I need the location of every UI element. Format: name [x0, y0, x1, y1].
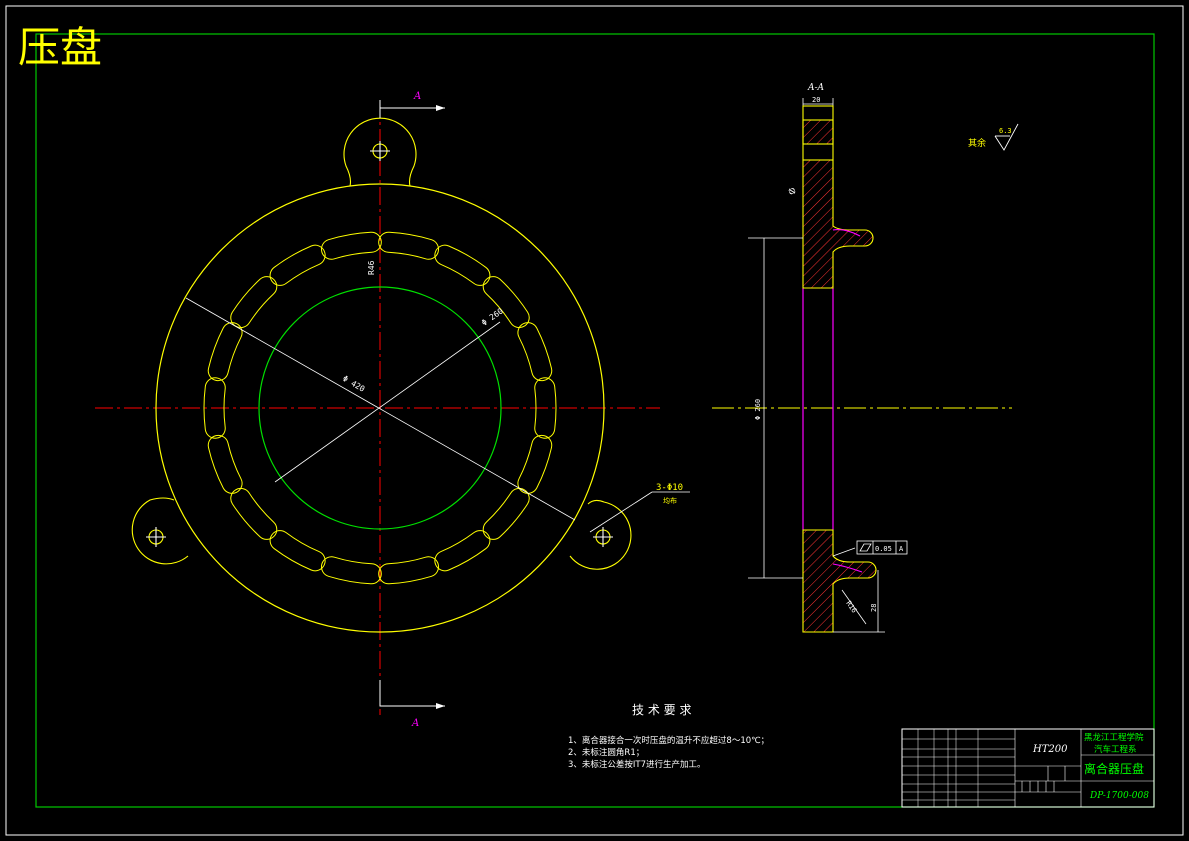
- cut-marker-bottom-line: [379, 680, 445, 707]
- roughness-label: 其余: [968, 137, 986, 149]
- section-rib-bottom: [832, 563, 863, 573]
- slot: [378, 231, 439, 260]
- hole-callout: 3-Φ10: [656, 483, 683, 493]
- lug-left: [131, 497, 189, 565]
- slot: [230, 488, 278, 540]
- section-lug-top: [802, 119, 834, 145]
- slot: [207, 434, 243, 494]
- slot: [517, 434, 553, 494]
- slot: [203, 377, 226, 439]
- slot: [230, 276, 278, 328]
- outer-frame: [5, 5, 1184, 836]
- flatness-datum: A: [899, 545, 904, 553]
- tech-req-heading: 技 术 要 求: [632, 703, 691, 717]
- slot: [482, 276, 530, 328]
- dim-bottom: 28: [870, 604, 878, 612]
- dim-height: Φ 260: [754, 399, 762, 420]
- front-view: R46 Φ 420 Φ 260 3-Φ10 均布 A A: [95, 91, 690, 729]
- flatness-frame: [856, 540, 908, 555]
- title-block-left-grid: [902, 729, 1015, 807]
- dim-line-leader-hole: [589, 491, 653, 533]
- dim-top-width: 20: [812, 96, 820, 104]
- dim-diameter-large: Φ 420: [341, 374, 367, 394]
- dim-left-diameter: Φ: [787, 186, 799, 197]
- cut-marker-top-letter: A: [413, 91, 421, 102]
- inner-circle: [258, 286, 502, 530]
- slot: [534, 377, 557, 439]
- hole-callout-sub: 均布: [663, 496, 677, 505]
- tech-requirements: 技 术 要 求 1、离合器接合一次时压盘的温升不应超过8～10℃； 2、未标注圆…: [568, 703, 769, 770]
- outer-circle: [155, 183, 605, 633]
- title-block: HT200 黑龙江工程学院 汽车工程系 离合器压盘 DP-1700-008: [901, 728, 1155, 808]
- roughness-value: 6.3: [999, 127, 1012, 135]
- slot: [269, 530, 326, 572]
- slot: [269, 244, 326, 286]
- lug-right: [569, 499, 632, 570]
- title-block-grid: [1014, 729, 1154, 807]
- slot: [517, 322, 553, 382]
- tech-req-item-3: 3、未标注公差按IT7进行生产加工。: [568, 759, 706, 770]
- slot: [434, 530, 491, 572]
- cut-marker-top-arrow: [436, 105, 445, 111]
- slot: [482, 488, 530, 540]
- drawing-title: 压盘: [18, 23, 102, 72]
- tb-department: 汽车工程系: [1094, 744, 1137, 755]
- tb-part-name: 离合器压盘: [1084, 761, 1144, 776]
- dim-fillet-leader: [841, 589, 867, 625]
- dim-line-diameter-large: [185, 297, 576, 521]
- slot: [321, 231, 382, 260]
- slot-ring: [203, 231, 557, 585]
- tech-req-item-2: 2、未标注圆角R1；: [568, 747, 644, 758]
- tb-school: 黑龙江工程学院: [1084, 732, 1144, 743]
- tb-drawing-no: DP-1700-008: [1089, 791, 1149, 801]
- roughness-symbol: [994, 123, 1019, 151]
- slot: [207, 322, 243, 382]
- cut-marker-bottom-letter: A: [411, 718, 419, 729]
- flatness-leader: [832, 547, 856, 557]
- section-rib-top: [832, 229, 861, 237]
- dim-line-diameter-mid: [274, 321, 501, 483]
- flatness-symbol: [859, 543, 872, 552]
- inner-frame: [35, 33, 1155, 808]
- tech-req-item-1: 1、离合器接合一次时压盘的温升不应超过8～10℃；: [568, 735, 769, 746]
- dim-diameter-mid: Φ 260: [480, 306, 505, 327]
- slot: [378, 556, 439, 585]
- flatness-value: 0.05: [875, 545, 892, 553]
- title-block-frame: [901, 728, 1155, 808]
- dim-fillet: R16: [844, 600, 858, 615]
- tb-material: HT200: [1032, 744, 1068, 755]
- section-body-bottom: [802, 529, 877, 633]
- section-label: A-A: [807, 83, 825, 93]
- section-view: A-A 20 Φ Φ 260 0.05 A: [712, 83, 1019, 633]
- dim-vertical-radius: R46: [367, 260, 376, 275]
- slot: [434, 244, 491, 286]
- slot: [321, 556, 382, 585]
- lug-top: [343, 117, 417, 187]
- cut-marker-bottom-arrow: [436, 703, 445, 709]
- section-body-top: [802, 159, 874, 289]
